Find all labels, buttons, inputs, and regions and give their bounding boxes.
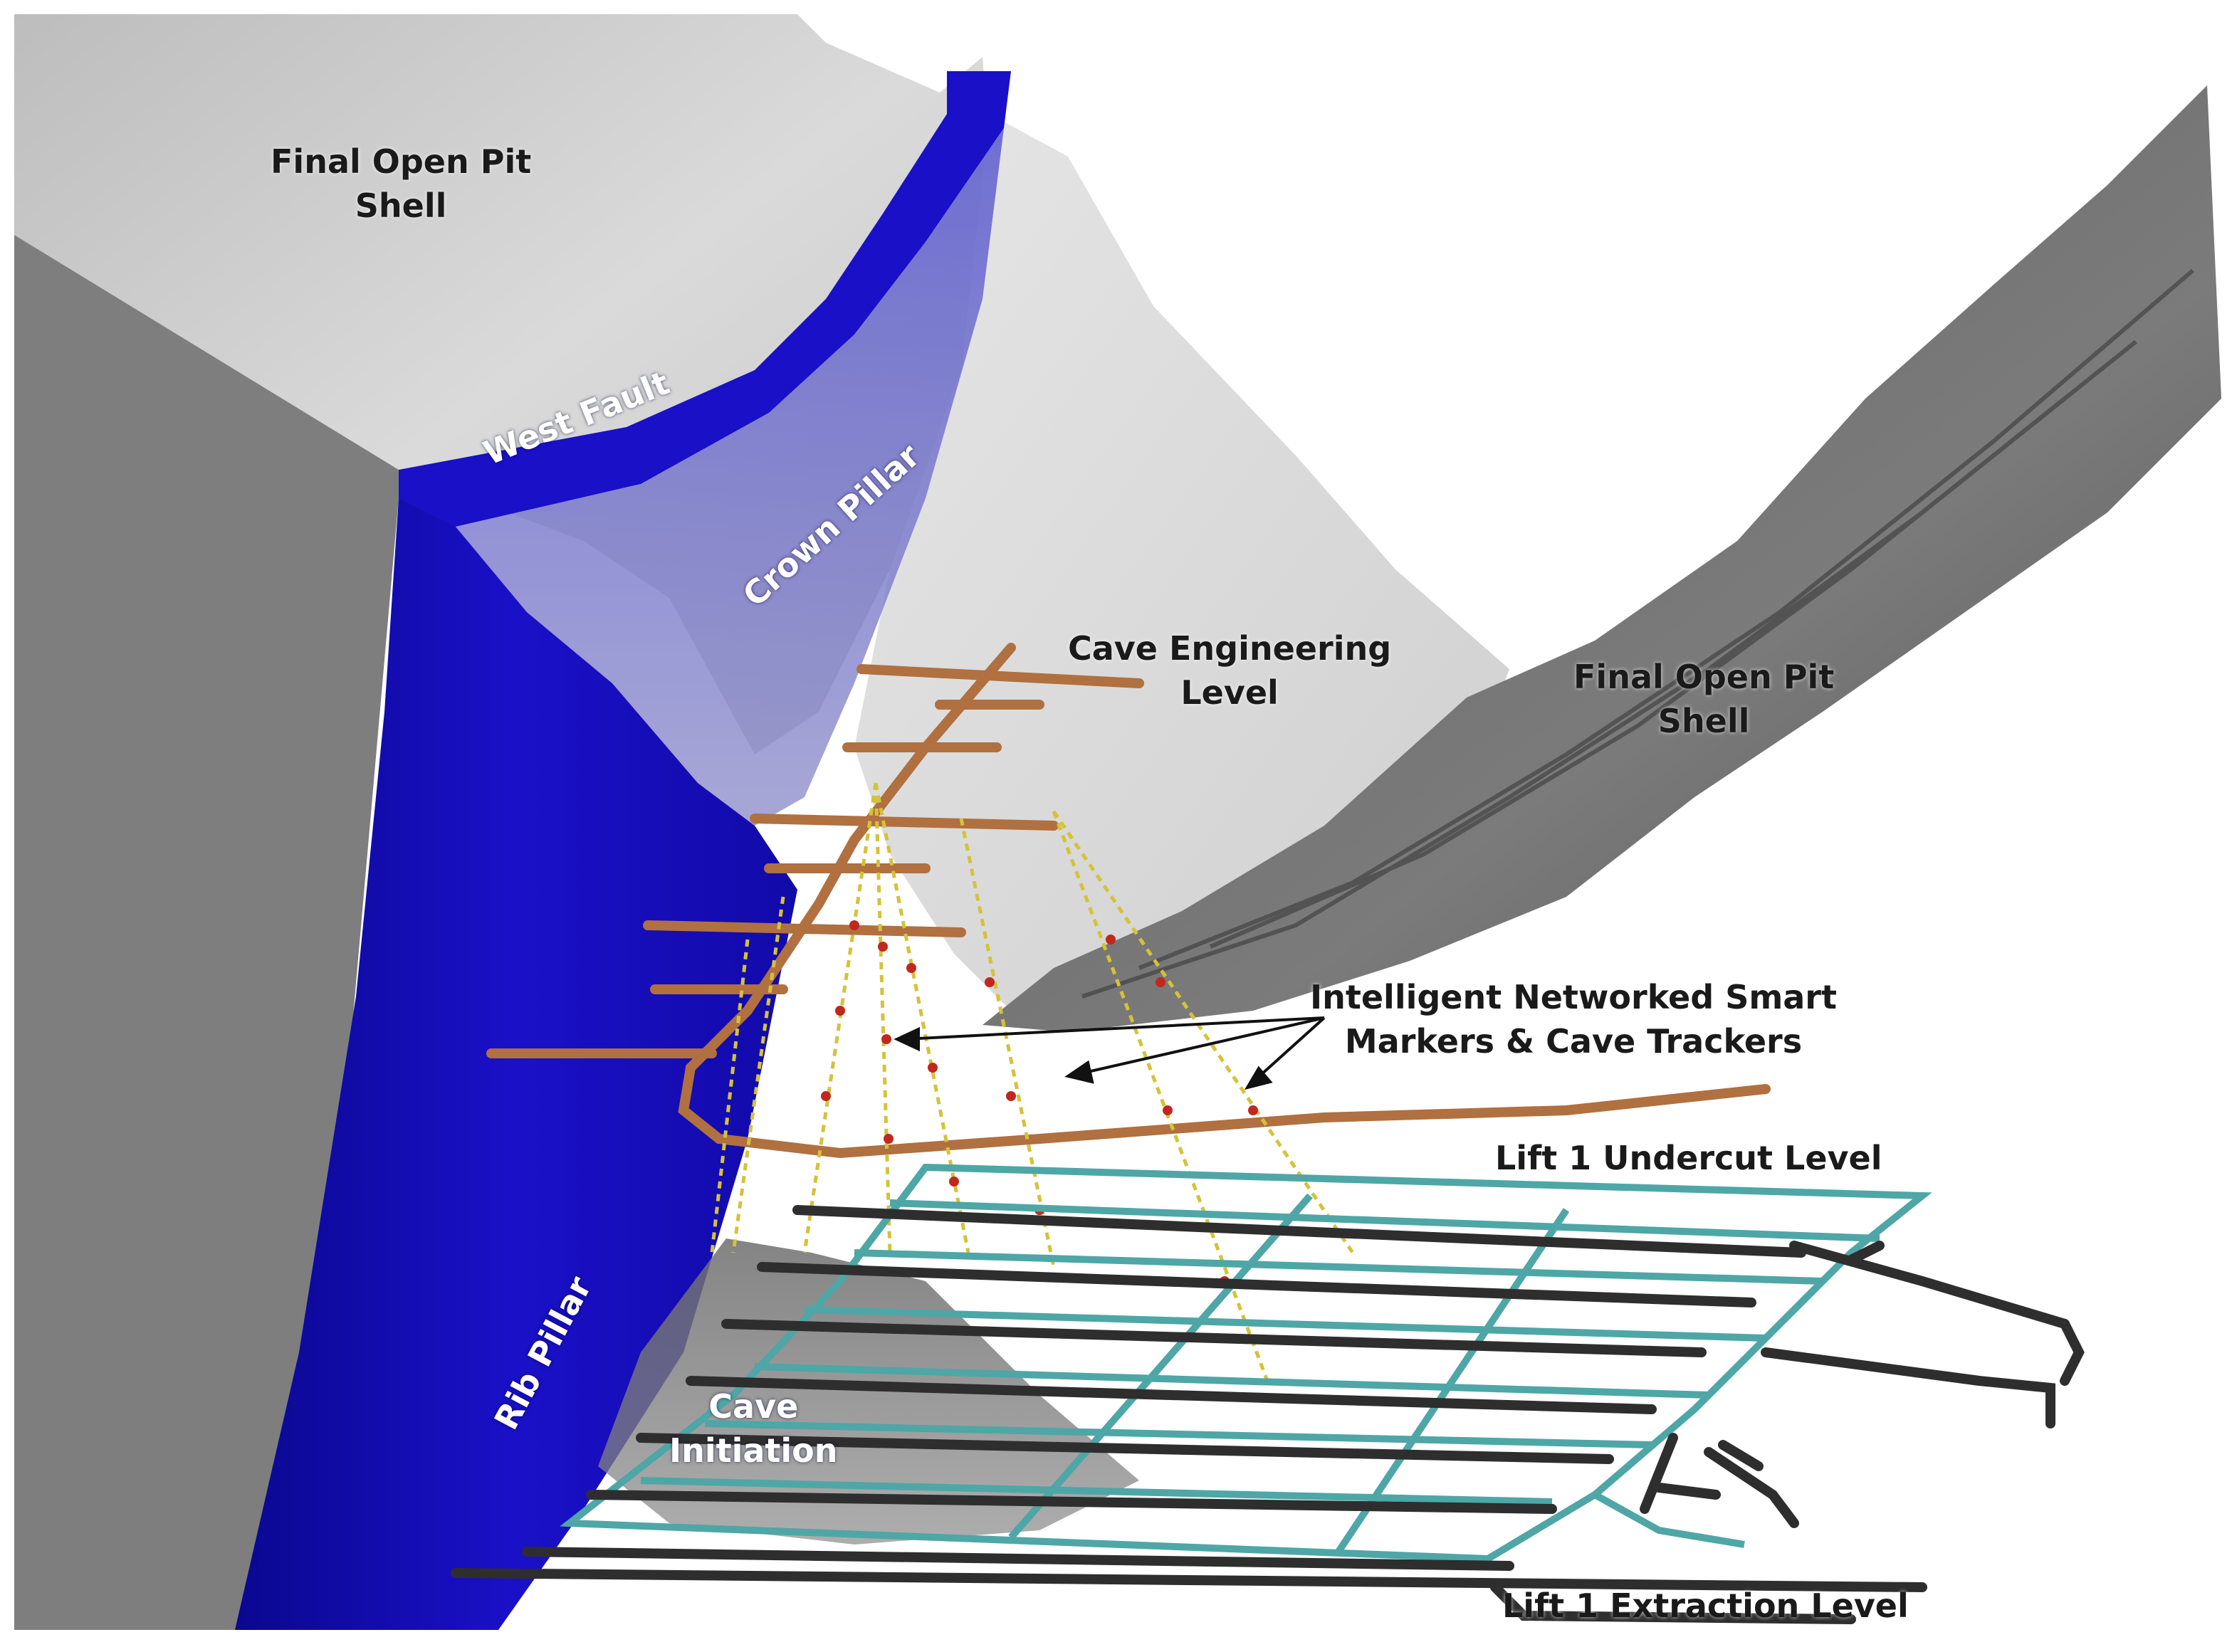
smart-marker-strings <box>710 782 1355 1382</box>
pit-shell-center-surface <box>854 114 1509 1025</box>
smart-marker-nodes <box>821 920 1258 1286</box>
lift-1-undercut-grid <box>560 1163 1932 1563</box>
smart-markers-label-line-2: Markers & Cave Trackers <box>1344 1022 1803 1061</box>
cave-engineering-level-label-line-2: Level <box>1180 673 1279 712</box>
grey-wall <box>14 235 399 1630</box>
west-fault-band <box>399 71 1011 541</box>
pit-shell-left-label-line-1: Final Open Pit <box>271 142 532 181</box>
cave-initiation-label-line-1: Cave <box>708 1387 799 1426</box>
pit-shell-right-surface <box>983 85 2221 1032</box>
crown-pillar-volume <box>456 128 1004 826</box>
pit-shell-right-label-line-1: Final Open Pit <box>1573 658 1835 696</box>
undercut-level-label: Lift 1 Undercut Level <box>1495 1139 1882 1177</box>
cave-engineering-level-label-line-1: Cave Engineering <box>1068 629 1392 668</box>
pit-shell-right-strata <box>1081 268 2194 999</box>
pit-shell-right-label-line-2: Shell <box>1657 702 1750 740</box>
pit-shell-right-label: Final Open Pit Shell <box>1573 655 1834 743</box>
cave-initiation-zone <box>598 1238 1139 1545</box>
cave-engineering-level-label: Cave Engineering Level <box>1068 626 1391 715</box>
pit-shell-left-label: Final Open Pit Shell <box>271 140 531 228</box>
cave-initiation-label: Cave Initiation <box>669 1384 838 1473</box>
cave-initiation-label-line-2: Initiation <box>669 1431 838 1470</box>
extraction-level-label: Lift 1 Extraction Level <box>1502 1587 1909 1625</box>
smart-markers-label-line-1: Intelligent Networked Smart <box>1310 978 1837 1016</box>
lift-1-extraction-grid <box>451 1205 2085 1624</box>
cave-engineering-drifts <box>486 643 1771 1159</box>
smart-markers-label: Intelligent Networked Smart Markers & Ca… <box>1310 975 1837 1063</box>
smart-marker-callout-arrows <box>894 1016 1326 1090</box>
pit-shell-left-label-line-2: Shell <box>355 186 447 225</box>
